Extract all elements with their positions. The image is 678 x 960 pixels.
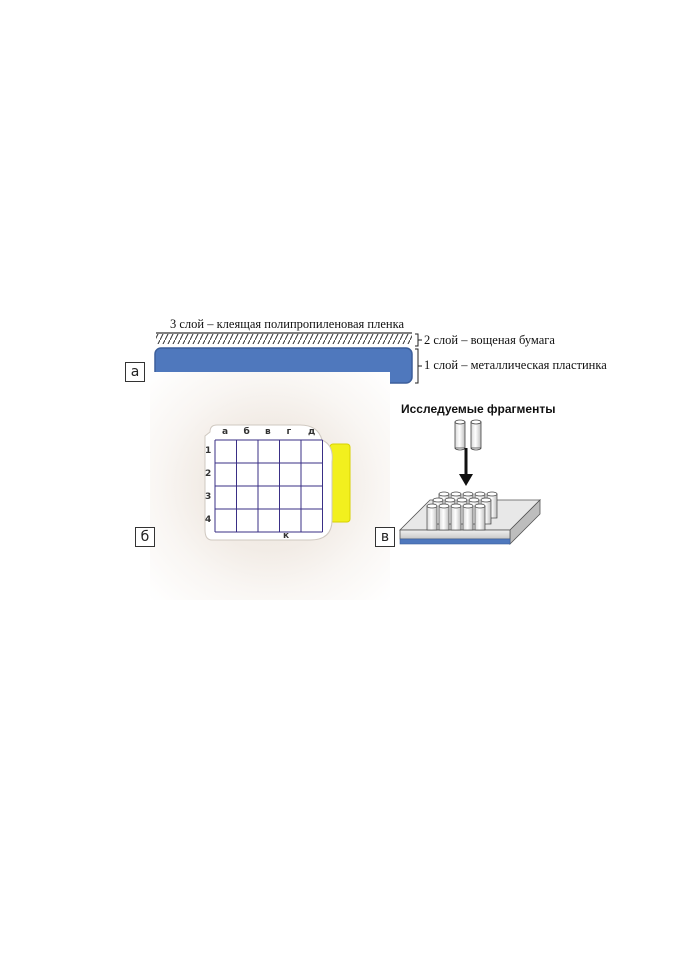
layer1-caption: 1 слой – металлическая пластинка <box>424 358 607 372</box>
layer3-caption: 3 слой – клеящая полипропиленовая пленка <box>170 317 405 331</box>
bracket-layer2 <box>415 333 422 347</box>
slab-base-metal <box>399 538 511 545</box>
fragment-cylinder <box>438 503 450 531</box>
grid-column-label: г <box>286 427 292 437</box>
loose-fragment-2 <box>470 419 482 451</box>
panel-label-b: б <box>135 527 155 547</box>
fragment-cylinder <box>426 503 438 531</box>
bracket-layer1 <box>415 348 422 384</box>
layer2-waxed-paper <box>156 334 412 344</box>
fragment-cylinder <box>486 491 498 519</box>
grid-row-label: 1 <box>205 446 212 456</box>
loose-fragment-1 <box>454 419 466 451</box>
fragment-cylinder <box>462 503 474 531</box>
down-arrow-head <box>459 474 473 486</box>
fragments-title: Исследуемые фрагменты <box>401 402 556 416</box>
grid-column-label: б <box>243 427 250 437</box>
grid-column-label: д <box>308 427 316 437</box>
grid-column-label: в <box>265 427 271 437</box>
grid-row-label: 4 <box>205 515 212 525</box>
grid-row-label: 2 <box>205 469 212 479</box>
grid-marker-k: к <box>283 531 290 541</box>
slab-front <box>399 529 511 540</box>
panel-label-c: в <box>375 527 395 547</box>
fragment-cylinder <box>450 503 462 531</box>
grid-column-label: а <box>222 427 229 437</box>
layer2-caption: 2 слой – вощеная бумага <box>424 333 555 347</box>
panel-label-a: а <box>125 362 145 382</box>
fragment-cylinder <box>474 503 486 531</box>
grid-row-label: 3 <box>205 492 212 502</box>
